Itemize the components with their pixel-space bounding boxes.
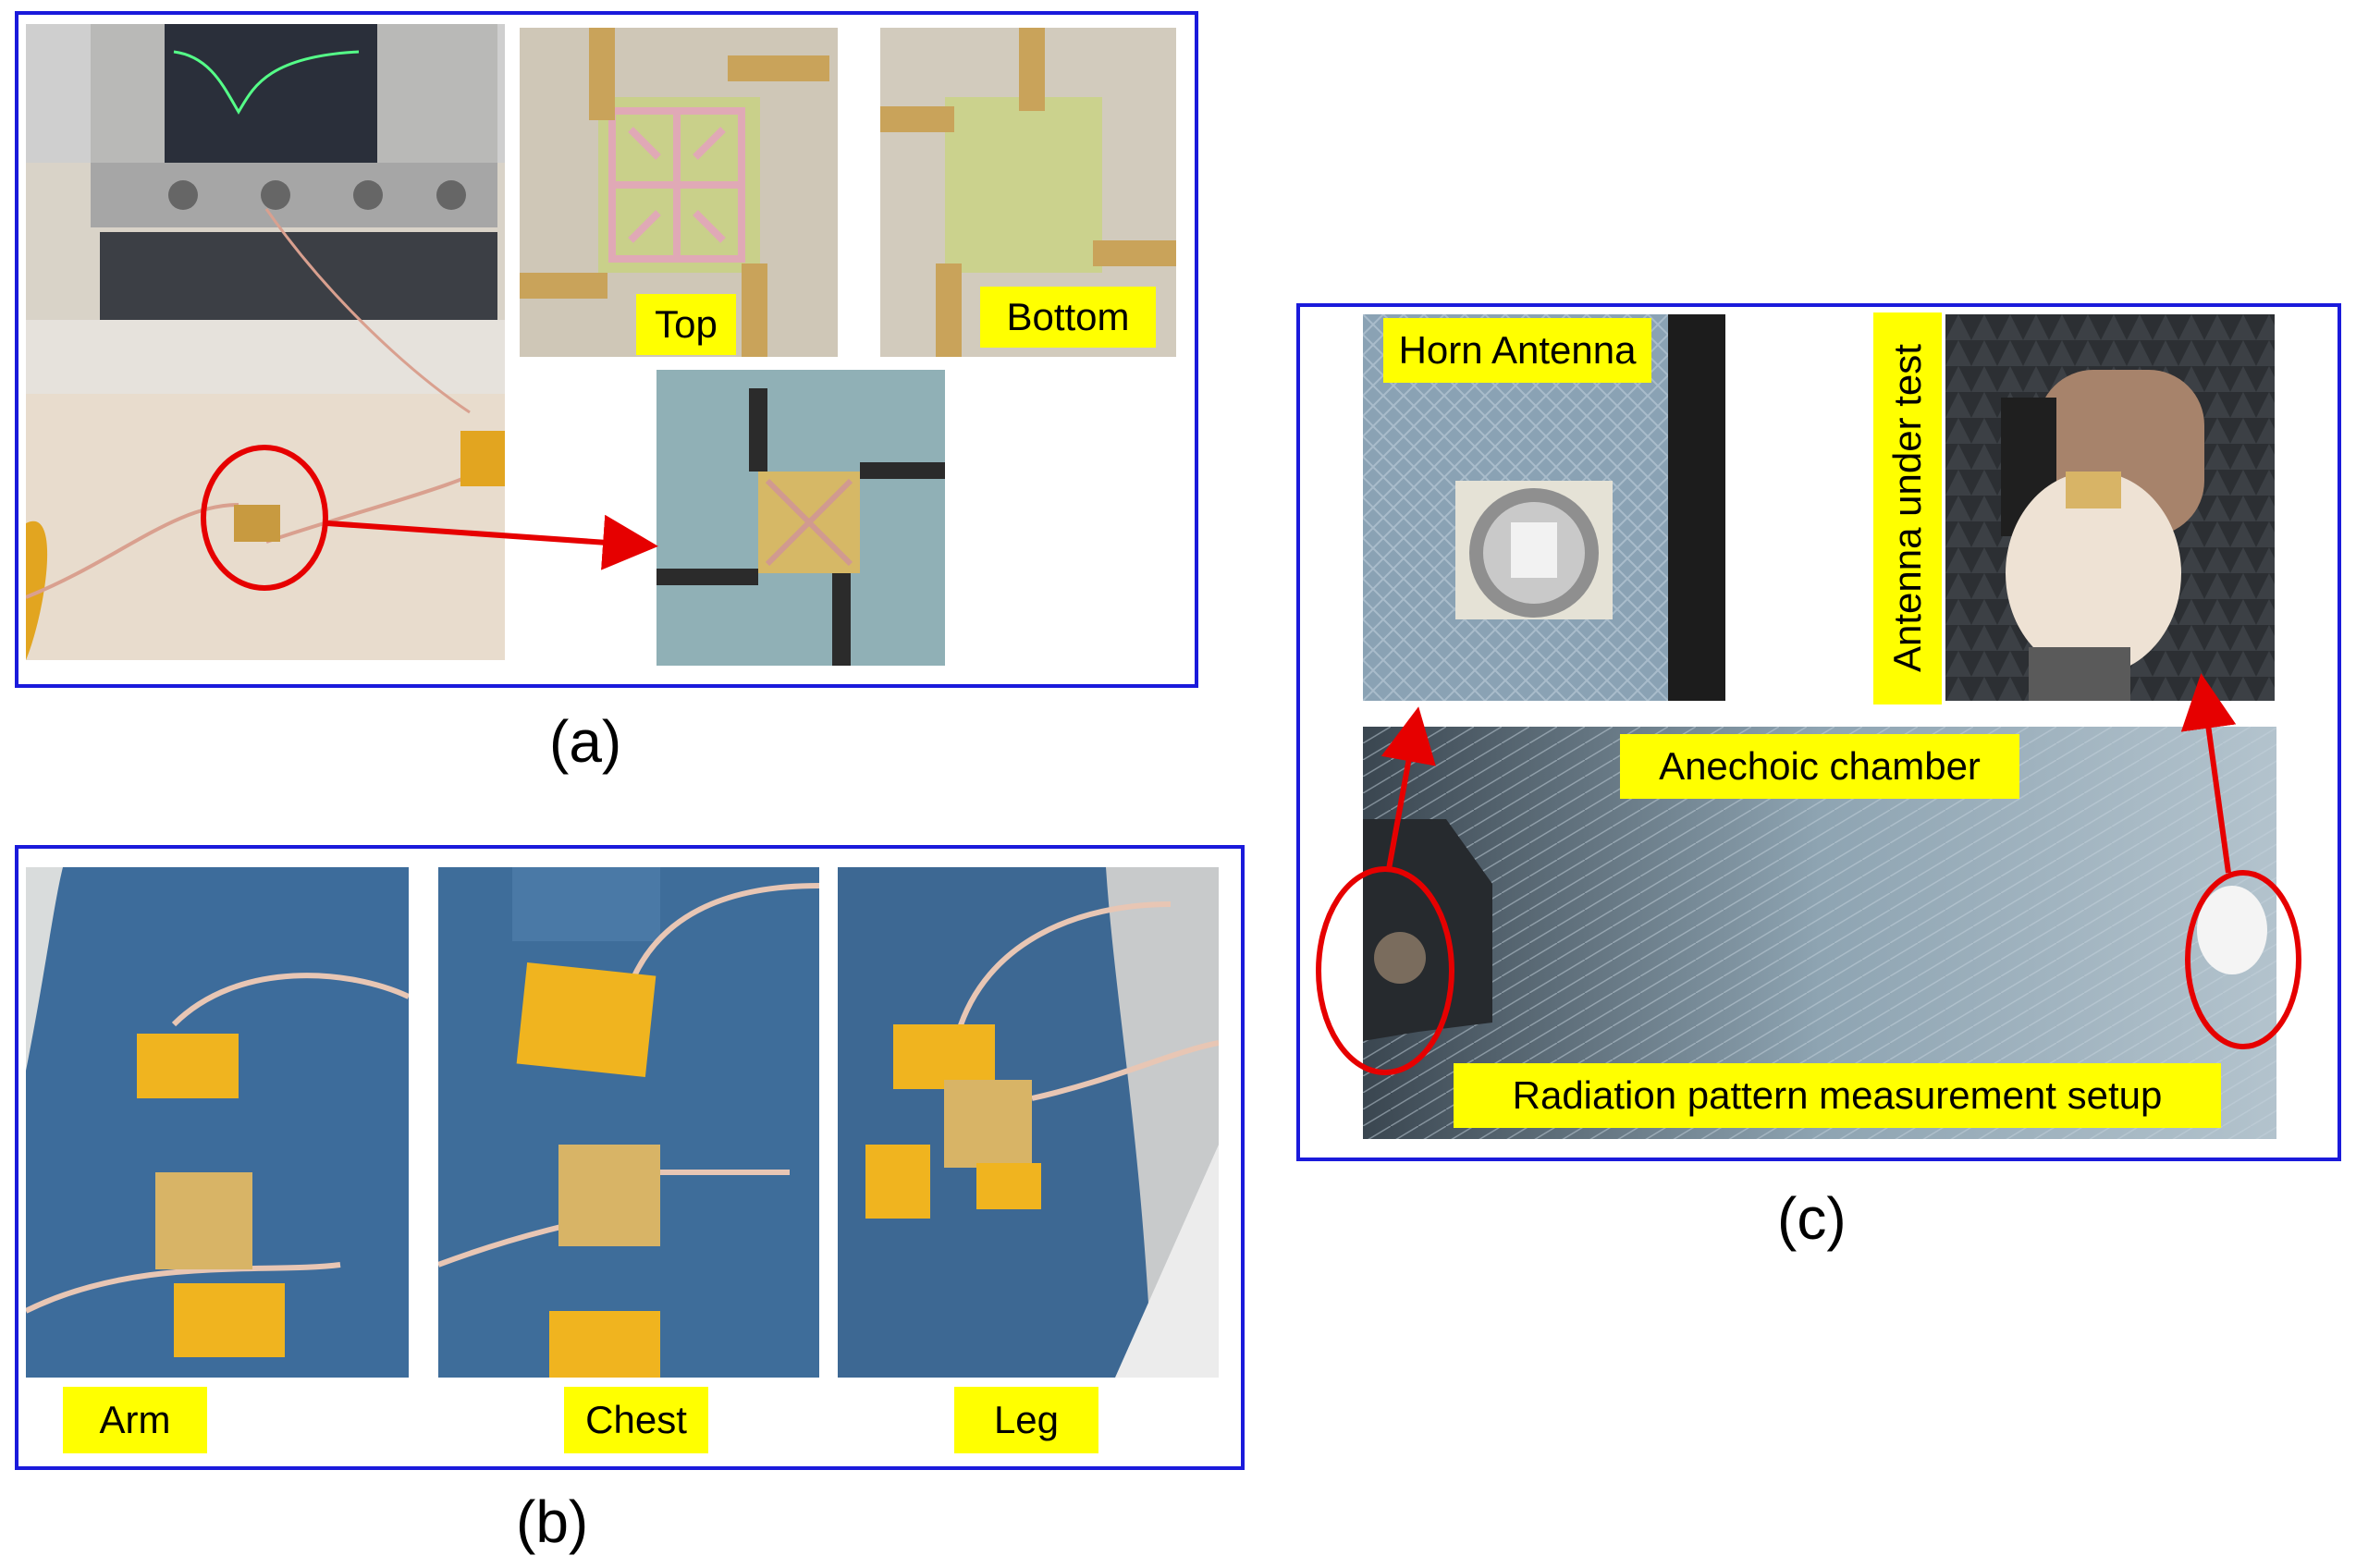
label-measurement-setup: Radiation pattern measurement setup [1454,1063,2221,1128]
label-anechoic-chamber: Anechoic chamber [1620,734,2019,799]
caption-b: (b) [516,1488,589,1555]
caption-c: (c) [1777,1185,1847,1252]
label-antenna-under-test: Antenna under test [1873,312,1942,704]
photo-pcb-connected [656,370,945,666]
photo-leg [838,867,1219,1378]
label-horn-antenna: Horn Antenna [1383,318,1651,383]
photo-chest [438,867,819,1378]
photo-vna-setup [26,24,505,660]
label-leg: Leg [954,1387,1098,1453]
label-arm: Arm [63,1387,207,1453]
label-bottom: Bottom [980,287,1156,348]
photo-arm [26,867,409,1378]
label-top: Top [636,294,736,355]
photo-antenna-under-test [1945,314,2275,701]
label-chest: Chest [564,1387,708,1453]
caption-a: (a) [549,708,622,775]
photo-horn-antenna [1363,314,1725,701]
